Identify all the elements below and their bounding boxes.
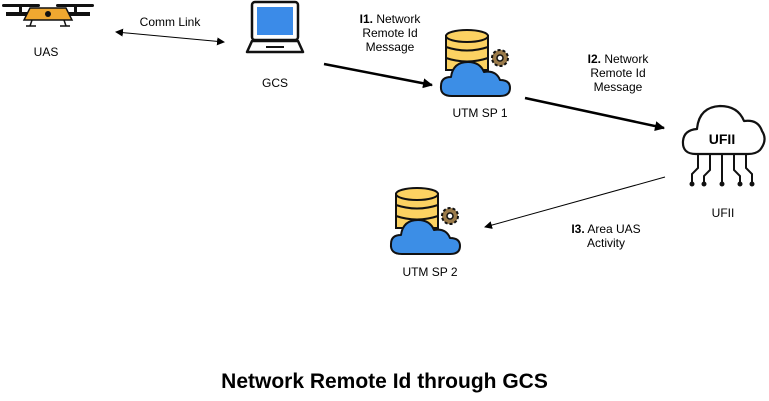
utm-sp1-label: UTM SP 1 [452, 106, 508, 120]
ufii-label: UFII [711, 206, 735, 220]
uas-label: UAS [33, 45, 59, 59]
comm-link-label: Comm Link [139, 15, 201, 29]
i3-line1: Area UAS [587, 222, 641, 236]
ufii-cloud-circuit-icon [681, 104, 766, 187]
utm-sp2-gear-icon [441, 207, 459, 225]
i1-number: I1. [359, 12, 373, 26]
i2-arrow [524, 96, 665, 131]
i3-label: I3. Area UAS Activity [556, 222, 656, 250]
i3-arrow [484, 176, 666, 229]
diagram-title: Network Remote Id through GCS [221, 370, 548, 393]
laptop-icon [245, 0, 305, 54]
comm-link-arrow [115, 28, 225, 46]
i2-line3: Message [593, 80, 643, 94]
utm-sp2-server-cloud-icon [389, 187, 461, 255]
i1-label: I1. Network Remote Id Message [340, 12, 440, 54]
gcs-label: GCS [261, 76, 288, 90]
utm-sp2-label: UTM SP 2 [402, 265, 458, 279]
utm-sp1-gear-icon [491, 49, 509, 67]
i3-line2: Activity [586, 236, 625, 250]
i2-label: I2. Network Remote Id Message [568, 52, 668, 94]
utm-sp1-server-cloud-icon [439, 29, 511, 97]
i2-line2: Remote Id [590, 66, 646, 80]
ufii-cloud-text: UFII [708, 131, 736, 147]
i2-line1: Network [604, 52, 649, 66]
i1-line3: Message [365, 40, 415, 54]
i1-arrow [323, 62, 433, 89]
i1-line1: Network [376, 12, 421, 26]
i2-number: I2. [587, 52, 601, 66]
i1-line2: Remote Id [362, 26, 418, 40]
drone-icon [2, 4, 94, 27]
i3-number: I3. [571, 222, 585, 236]
